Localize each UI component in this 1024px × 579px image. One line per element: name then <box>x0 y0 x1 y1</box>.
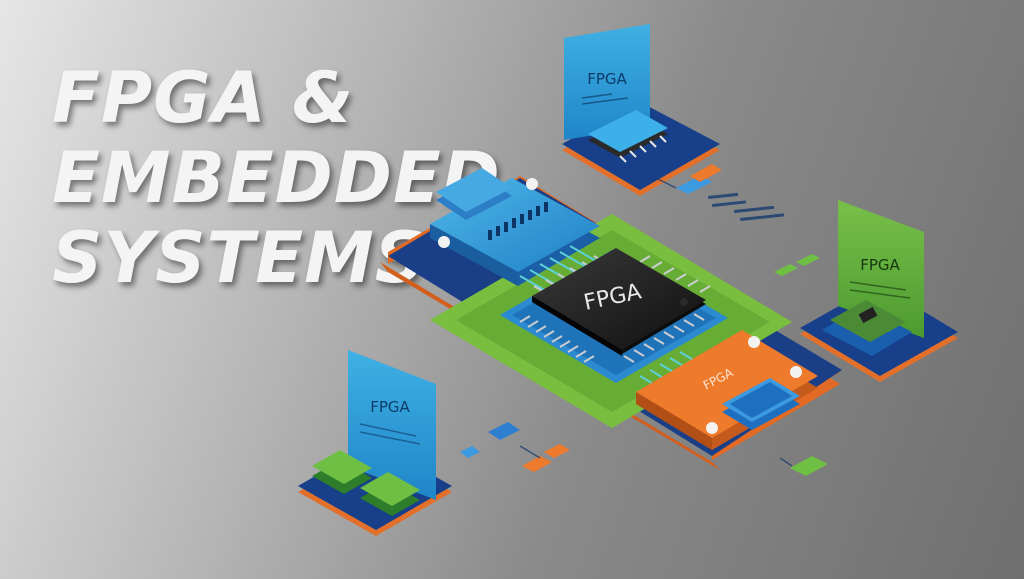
headline-line-3: SYSTEMS <box>52 217 427 299</box>
orange-connector-board: FPGA <box>636 330 818 450</box>
headline: FPGA & EMBEDDED SYSTEMS <box>52 58 501 298</box>
top-panel-title: FPGA <box>587 70 627 88</box>
right-panel-title: FPGA <box>860 256 900 274</box>
headline-line-2: EMBEDDED <box>52 137 501 219</box>
headline-line-1: FPGA & <box>52 57 355 139</box>
blue-connector-board <box>430 168 600 293</box>
top-fpga-module: FPGA <box>562 24 720 196</box>
right-fpga-module: FPGA <box>800 200 958 382</box>
floating-components <box>460 164 828 476</box>
fpga-chip: FPGA <box>519 248 711 363</box>
left-fpga-module: FPGA <box>298 350 452 536</box>
left-panel-title: FPGA <box>370 398 410 416</box>
